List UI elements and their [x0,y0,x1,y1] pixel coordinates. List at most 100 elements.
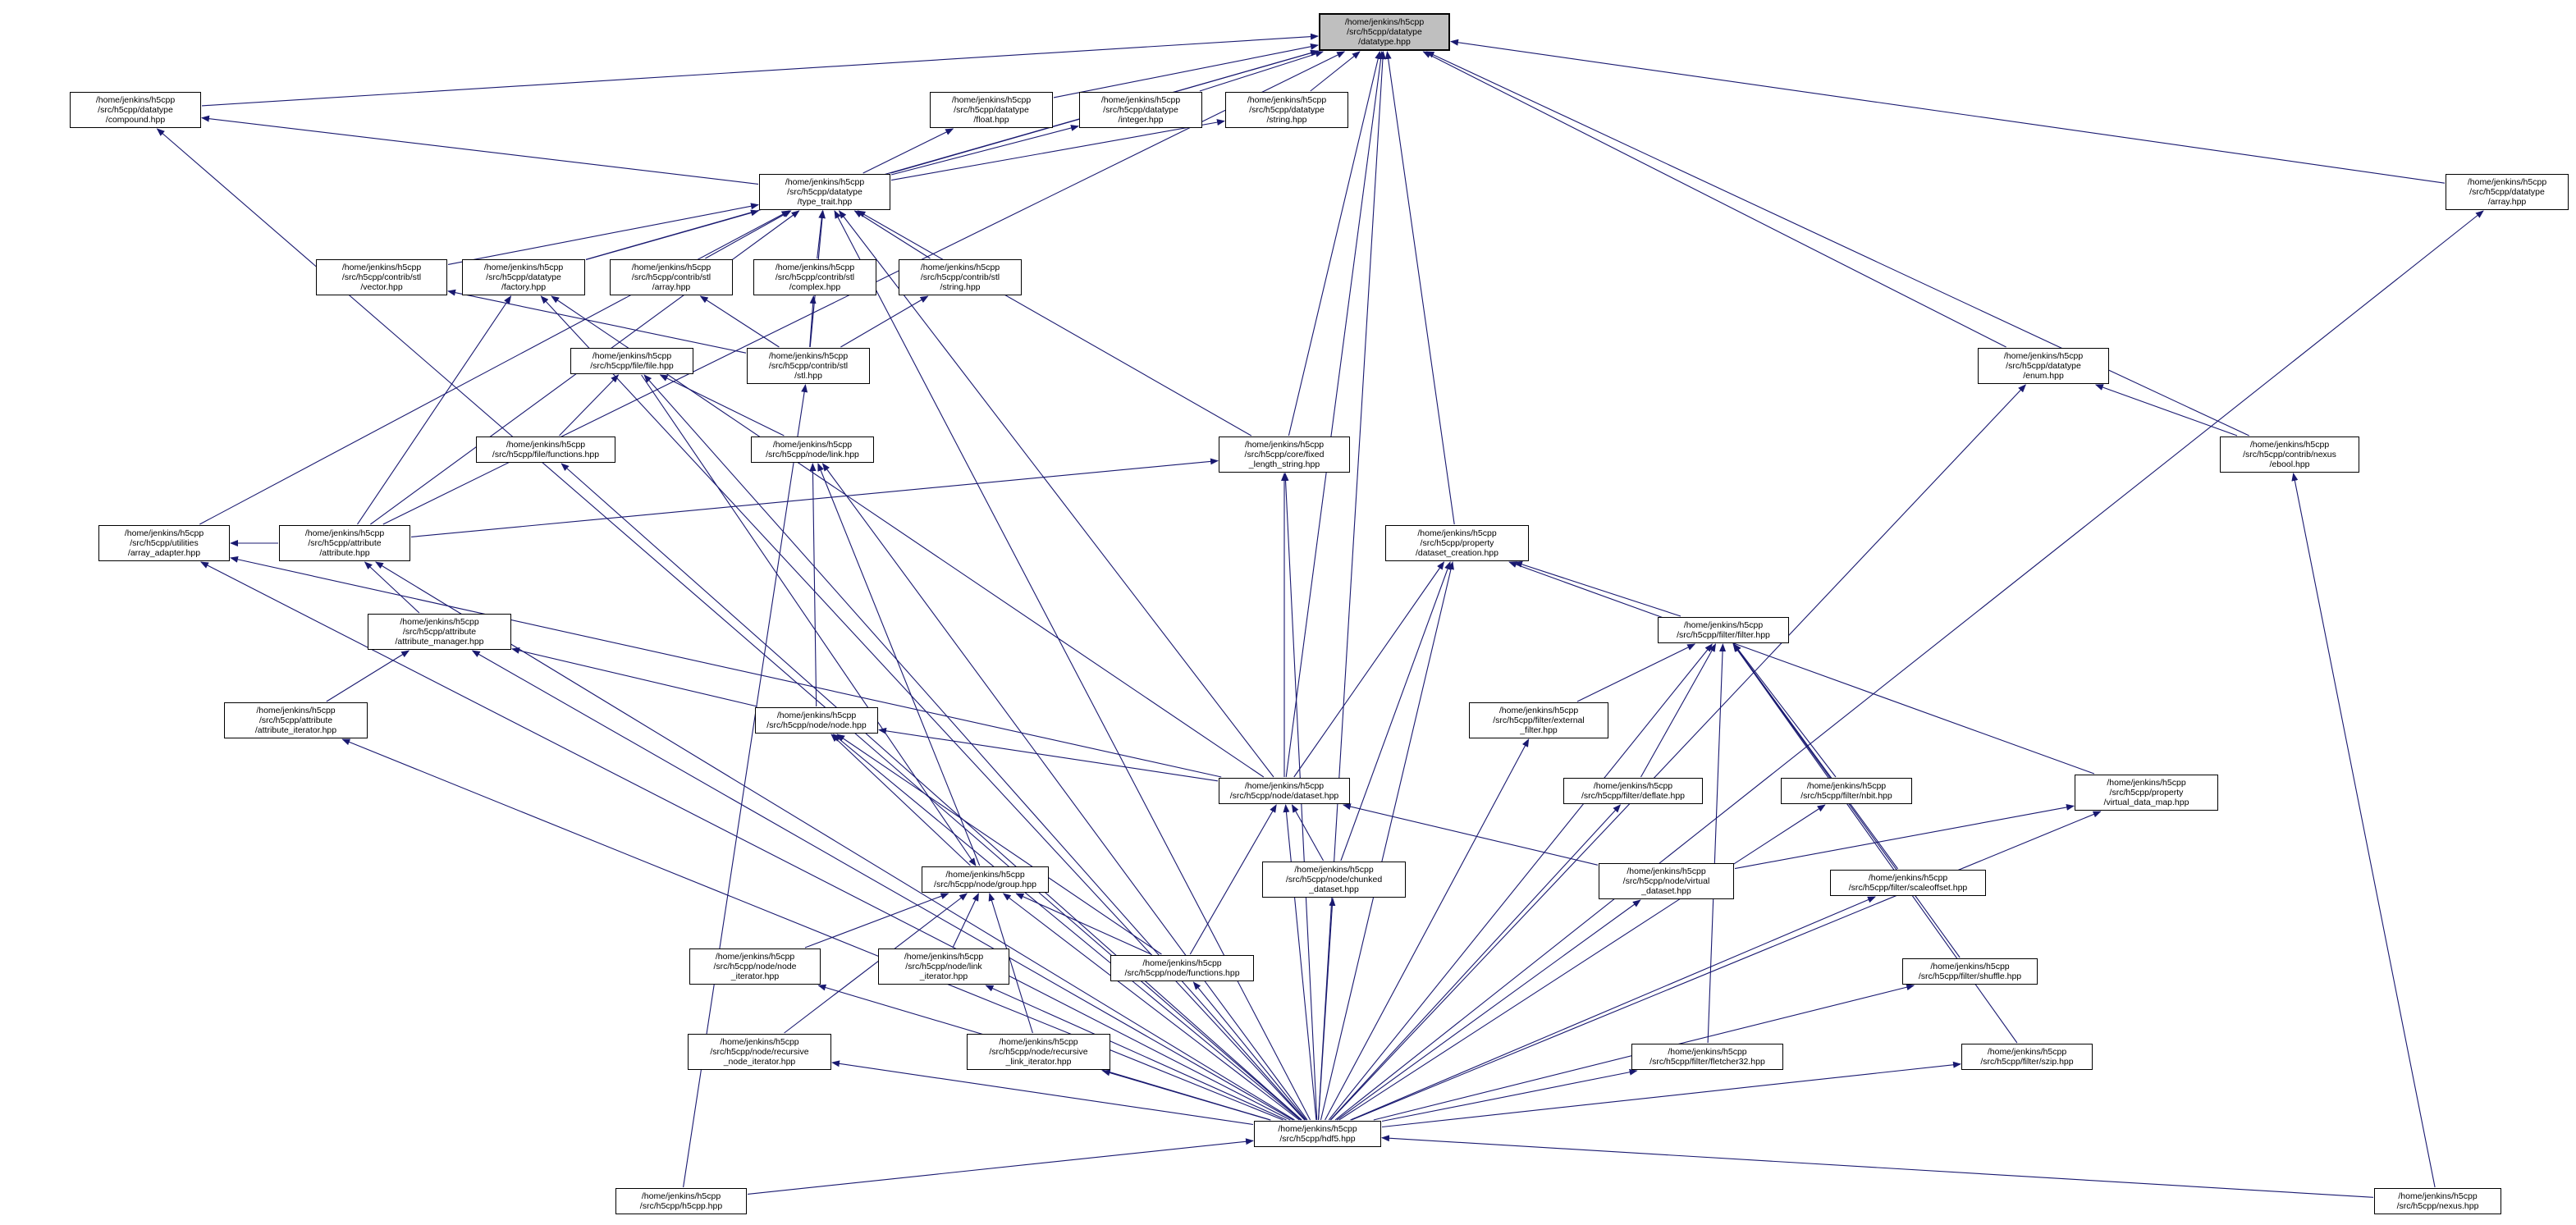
graph-node-array_adapter[interactable]: /home/jenkins/h5cpp /src/h5cpp/utilities… [98,525,230,561]
edge-hdf5-to-scaleoffset [1350,896,1876,1121]
graph-node-attribute_manager[interactable]: /home/jenkins/h5cpp /src/h5cpp/attribute… [368,614,511,650]
edge-dataset-to-dataset_creation [1293,561,1445,778]
graph-node-scaleoffset[interactable]: /home/jenkins/h5cpp /src/h5cpp/filter/sc… [1830,870,1986,896]
edge-h5cpp-to-hdf5 [747,1138,1254,1195]
graph-node-external_filter[interactable]: /home/jenkins/h5cpp /src/h5cpp/filter/ex… [1469,702,1608,738]
graph-node-file[interactable]: /home/jenkins/h5cpp /src/h5cpp/file/file… [570,348,693,374]
graph-node-vector[interactable]: /home/jenkins/h5cpp /src/h5cpp/contrib/s… [316,259,447,295]
graph-node-factory[interactable]: /home/jenkins/h5cpp /src/h5cpp/datatype … [462,259,585,295]
graph-node-integer[interactable]: /home/jenkins/h5cpp /src/h5cpp/datatype … [1079,92,1202,128]
graph-node-shuffle[interactable]: /home/jenkins/h5cpp /src/h5cpp/filter/sh… [1902,958,2038,985]
graph-node-node_functions[interactable]: /home/jenkins/h5cpp /src/h5cpp/node/func… [1110,955,1254,981]
edge-dataset-to-factory [551,295,1265,778]
edge-group-to-node_hpp [830,734,971,866]
edge-dataset-to-node_hpp [878,727,1219,782]
graph-node-rec_node_iter[interactable]: /home/jenkins/h5cpp /src/h5cpp/node/recu… [688,1034,831,1070]
edge-hdf5-to-filter [1328,643,1713,1121]
graph-node-fletcher32[interactable]: /home/jenkins/h5cpp /src/h5cpp/filter/fl… [1631,1044,1783,1070]
edge-nbit-to-filter [1733,643,1837,778]
edge-attribute_manager-to-attribute [364,561,420,614]
edge-hdf5-to-rec_node_iter [831,1060,1254,1126]
edge-hdf5-to-rec_link_iter [1101,1069,1270,1121]
graph-node-hdf5[interactable]: /home/jenkins/h5cpp /src/h5cpp/hdf5.hpp [1254,1121,1381,1147]
graph-node-ebool[interactable]: /home/jenkins/h5cpp /src/h5cpp/contrib/n… [2220,437,2359,473]
edge-attribute_iterator-to-attribute_manager [326,650,410,702]
graph-node-type_trait[interactable]: /home/jenkins/h5cpp /src/h5cpp/datatype … [759,174,890,210]
graph-node-virtual_dataset[interactable]: /home/jenkins/h5cpp /src/h5cpp/node/virt… [1599,863,1734,899]
edge-complex-to-type_trait [817,210,826,259]
edge-hdf5-to-nbit [1338,804,1826,1121]
edge-hdf5-to-fletcher32 [1381,1068,1638,1122]
edge-type_trait-to-compound [201,115,759,185]
graph-node-virtual_data_map[interactable]: /home/jenkins/h5cpp /src/h5cpp/property … [2075,775,2218,811]
graph-node-node_hpp[interactable]: /home/jenkins/h5cpp /src/h5cpp/node/node… [755,707,878,734]
graph-node-stl_string[interactable]: /home/jenkins/h5cpp /src/h5cpp/contrib/s… [899,259,1022,295]
edge-attribute-to-factory [357,295,512,525]
edge-enum-to-datatype [1422,51,2006,348]
graph-node-filter[interactable]: /home/jenkins/h5cpp /src/h5cpp/filter/fi… [1658,617,1789,643]
graph-node-chunked[interactable]: /home/jenkins/h5cpp /src/h5cpp/node/chun… [1262,862,1406,898]
edge-node_functions-to-dataset [1189,804,1277,955]
graph-node-szip[interactable]: /home/jenkins/h5cpp /src/h5cpp/filter/sz… [1961,1044,2093,1070]
graph-node-enum[interactable]: /home/jenkins/h5cpp /src/h5cpp/datatype … [1978,348,2109,384]
graph-node-nexus[interactable]: /home/jenkins/h5cpp /src/h5cpp/nexus.hpp [2374,1188,2501,1214]
edge-file-to-group [641,374,977,866]
edge-attribute-to-fls [410,458,1219,537]
edge-virtual_dataset-to-dataset [1342,803,1599,866]
graph-node-file_functions[interactable]: /home/jenkins/h5cpp /src/h5cpp/file/func… [476,437,615,463]
graph-node-float[interactable]: /home/jenkins/h5cpp /src/h5cpp/datatype … [930,92,1053,128]
edge-fls-to-type_trait [857,210,1252,437]
graph-node-compound[interactable]: /home/jenkins/h5cpp /src/h5cpp/datatype … [70,92,201,128]
edge-hdf5-to-deflate [1329,804,1622,1121]
graph-node-string_dt[interactable]: /home/jenkins/h5cpp /src/h5cpp/datatype … [1225,92,1348,128]
edge-hdf5-to-array_adapter [200,561,1291,1121]
graph-node-deflate[interactable]: /home/jenkins/h5cpp /src/h5cpp/filter/de… [1563,778,1703,804]
edge-dataset-to-datatype [1285,51,1384,778]
graph-node-attribute[interactable]: /home/jenkins/h5cpp /src/h5cpp/attribute… [279,525,410,561]
edge-deflate-to-filter [1640,643,1716,778]
graph-node-node_iterator[interactable]: /home/jenkins/h5cpp /src/h5cpp/node/node… [689,948,821,985]
edge-fletcher32-to-filter [1707,643,1727,1044]
graph-node-stl[interactable]: /home/jenkins/h5cpp /src/h5cpp/contrib/s… [747,348,870,384]
edge-hdf5-to-attribute [375,561,1295,1121]
graph-node-dataset[interactable]: /home/jenkins/h5cpp /src/h5cpp/node/data… [1219,778,1350,804]
edge-hdf5-to-szip [1381,1061,1961,1128]
edge-link-to-file [659,374,785,437]
graph-node-fls[interactable]: /home/jenkins/h5cpp /src/h5cpp/core/fixe… [1219,437,1350,473]
graph-node-rec_link_iter[interactable]: /home/jenkins/h5cpp /src/h5cpp/node/recu… [967,1034,1110,1070]
edge-node_hpp-to-link [809,463,817,707]
graph-node-group[interactable]: /home/jenkins/h5cpp /src/h5cpp/node/grou… [922,866,1049,893]
edge-hdf5-to-node_hpp [832,734,1302,1121]
graph-node-datatype[interactable]: /home/jenkins/h5cpp /src/h5cpp/datatype … [1319,13,1450,51]
graph-node-h5cpp[interactable]: /home/jenkins/h5cpp /src/h5cpp/h5cpp.hpp [615,1188,747,1214]
graph-node-nbit[interactable]: /home/jenkins/h5cpp /src/h5cpp/filter/nb… [1781,778,1912,804]
edge-ebool-to-datatype [1425,51,2249,437]
graph-node-array_dt[interactable]: /home/jenkins/h5cpp /src/h5cpp/datatype … [2446,174,2569,210]
edge-type_trait-to-float [862,128,954,174]
edge-dataset-to-array_adapter [230,555,1222,778]
graph-node-link[interactable]: /home/jenkins/h5cpp /src/h5cpp/node/link… [751,437,874,463]
graph-node-dataset_creation[interactable]: /home/jenkins/h5cpp /src/h5cpp/property … [1385,525,1529,561]
edge-nexus-to-hdf5 [1381,1135,2374,1198]
edge-external_filter-to-filter [1576,643,1696,702]
edge-hdf5-to-attribute_iterator [341,738,1283,1121]
graph-node-stl_array[interactable]: /home/jenkins/h5cpp /src/h5cpp/contrib/s… [610,259,733,295]
edge-type_trait-to-integer [890,125,1079,176]
edge-rec_link_iter-to-group [988,893,1033,1034]
graph-node-link_iterator[interactable]: /home/jenkins/h5cpp /src/h5cpp/node/link… [878,948,1009,985]
edge-stl-to-stl_string [840,295,929,348]
edge-hdf5-to-external_filter [1325,738,1530,1121]
graph-node-complex[interactable]: /home/jenkins/h5cpp /src/h5cpp/contrib/s… [753,259,876,295]
edge-integer-to-datatype [1199,50,1324,92]
edge-stl_array-to-type_trait [705,210,792,259]
edge-compound-to-datatype [201,33,1319,107]
edge-hdf5-to-array_dt [1334,210,2484,1121]
edge-dataset-to-type_trait [838,210,1274,778]
edge-node_functions-to-node_hpp [836,734,1162,955]
edge-hdf5-to-chunked [1318,898,1336,1121]
edge-hdf5-to-factory [540,295,1306,1121]
graph-node-attribute_iterator[interactable]: /home/jenkins/h5cpp /src/h5cpp/attribute… [224,702,368,738]
edge-chunked-to-dataset_creation [1340,561,1451,862]
